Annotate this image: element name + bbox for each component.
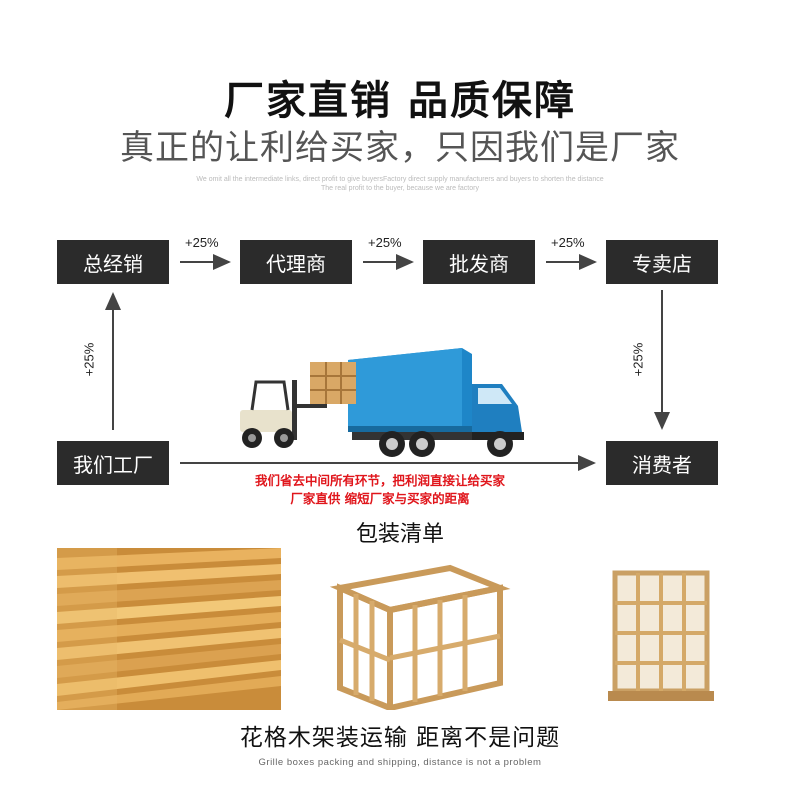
red-slogan-2: 厂家直供 缩短厂家与买家的距离 (290, 491, 470, 506)
box-consumer: 消费者 (606, 441, 718, 485)
box-agent: 代理商 (240, 240, 352, 284)
empty-crate-photo (300, 548, 535, 710)
box-distributor: 总经销 (57, 240, 169, 284)
markup-label-2: +25% (368, 235, 402, 250)
page-title: 厂家直销 品质保障 (224, 78, 576, 124)
packing-title: 包装清单 (355, 522, 444, 547)
box-factory: 我们工厂 (57, 441, 169, 485)
crate-icon (310, 362, 356, 404)
page-subtitle: 真正的让利给买家，只因我们是厂家 (120, 128, 680, 168)
forklift-icon (240, 380, 327, 448)
markup-label-1: +25% (185, 235, 219, 250)
packing-caption: 花格木架装运输 距离不是问题 (239, 725, 561, 751)
box-store: 专卖店 (606, 240, 718, 284)
packing-caption-english: Grille boxes packing and shipping, dista… (258, 757, 542, 768)
markup-label-3: +25% (551, 235, 585, 250)
truck-icon (348, 348, 524, 457)
red-slogan-1: 我们省去中间所有环节，把利润直接让给买家 (254, 473, 505, 488)
box-wholesaler: 批发商 (423, 240, 535, 284)
truck-forklift-illustration (240, 348, 524, 457)
loaded-crate-photo (553, 548, 763, 710)
tiny-english-line-2: The real profit to the buyer, because we… (321, 185, 479, 192)
tiny-english-line-1: We omit all the intermediate links, dire… (196, 176, 604, 183)
lumber-stack-photo (57, 548, 281, 710)
